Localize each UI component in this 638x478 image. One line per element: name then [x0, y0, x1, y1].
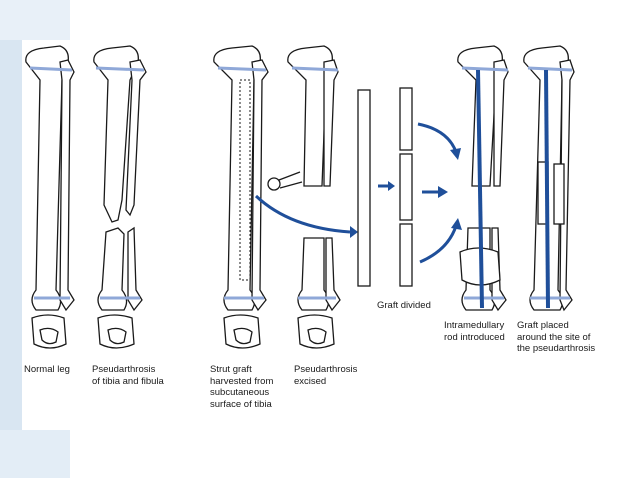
normal-leg-figure [25, 45, 75, 349]
saw-icon [267, 177, 281, 191]
caption-graft-divided: Graft divided [377, 300, 431, 311]
graft-piece [399, 153, 413, 221]
graft-piece [553, 163, 565, 225]
tibia [25, 45, 69, 311]
curved-arrow [254, 194, 351, 234]
slide-sidebar [0, 0, 22, 478]
caption-pseudarthrosis: Pseudarthrosis of tibia and fibula [92, 364, 164, 387]
fibula [125, 59, 147, 217]
intramedullary-rod [476, 69, 484, 309]
fibula [251, 59, 269, 312]
caption-graft-placed: Graft placed around the site of the pseu… [517, 320, 596, 354]
intramedullary-rod [544, 69, 550, 309]
graft-piece [399, 223, 413, 287]
graft-piece [399, 87, 413, 151]
graft-placed-figure [523, 45, 575, 312]
tibia [213, 45, 261, 311]
strut-graft-figure [213, 45, 358, 349]
slide-corner-decoration [0, 0, 70, 40]
rod-figure [457, 45, 509, 312]
graft-outline [239, 79, 251, 281]
fibula [59, 59, 75, 312]
pseudarthrosis-figure [93, 45, 147, 349]
caption-normal-leg: Normal leg [24, 364, 70, 375]
strut-graft [357, 89, 371, 287]
graft-figure [357, 87, 462, 287]
tibia [93, 45, 139, 223]
caption-rod-introduced: Intramedullary rod introduced [444, 320, 505, 343]
excised-figure [287, 45, 341, 349]
caption-pseudarthrosis-excised: Pseudarthrosis excised [294, 364, 358, 387]
slide-bottom-decoration [0, 430, 70, 478]
caption-strut-graft: Strut graft harvested from subcutaneous … [210, 364, 274, 410]
